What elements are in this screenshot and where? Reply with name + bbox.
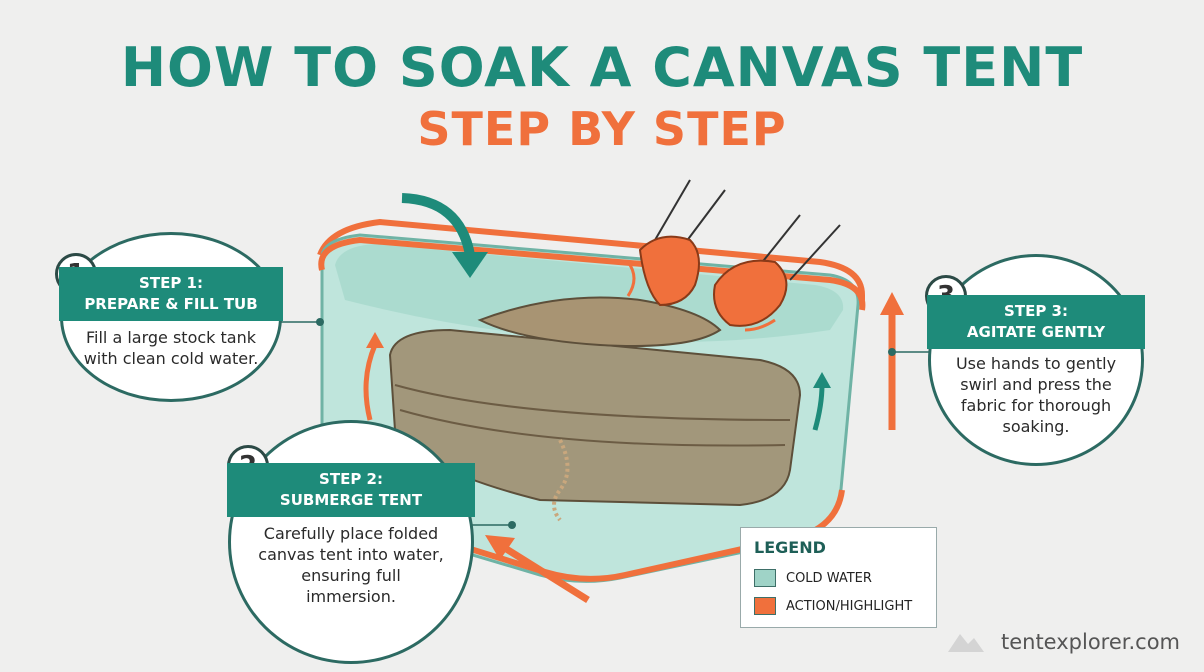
action-arrowhead-bottom [485, 535, 515, 560]
step-3-callout: 3 STEP 3: AGITATE GENTLY Use hands to ge… [925, 254, 1145, 466]
pour-arrowhead [452, 252, 488, 278]
pour-arrow [401, 193, 475, 257]
legend-title: LEGEND [754, 538, 826, 557]
legend-swatch-cold-water [754, 569, 776, 587]
legend-item-cold-water: COLD WATER [754, 568, 872, 588]
step-2-description: Carefully place folded canvas tent into … [258, 524, 444, 606]
step-2-callout: 2 STEP 2: SUBMERGE TENT Carefully place … [227, 420, 475, 664]
step-1-heading: STEP 1: PREPARE & FILL TUB [59, 267, 283, 321]
tub-front-rim [318, 236, 866, 311]
stir-arrow-side [744, 318, 776, 332]
swirl-arrow-left [363, 344, 378, 421]
legend-item-action: ACTION/HIGHLIGHT [754, 596, 912, 616]
step-2-heading: STEP 2: SUBMERGE TENT [227, 463, 475, 517]
step-1-description: Fill a large stock tank with clean cold … [83, 328, 259, 368]
water-surface [335, 244, 844, 343]
step-3-description: Use hands to gently swirl and press the … [955, 354, 1117, 436]
hands [638, 179, 841, 327]
mountain-logo-icon [948, 634, 984, 652]
step-1-callout: 1 STEP 1: PREPARE & FILL TUB Fill a larg… [55, 232, 283, 402]
page-title: HOW TO SOAK A CANVAS TENT [120, 36, 1084, 99]
page-subtitle: STEP BY STEP [417, 102, 787, 156]
legend: LEGEND COLD WATER ACTION/HIGHLIGHT [740, 527, 937, 628]
watermark: tentexplorer.com [1000, 630, 1180, 654]
step-3-heading: STEP 3: AGITATE GENTLY [927, 295, 1145, 349]
action-arrowhead-right [880, 292, 904, 315]
legend-swatch-action [754, 597, 776, 615]
action-arrow-bottom [498, 542, 590, 603]
stir-arrow-top [626, 261, 636, 297]
tub-back-rim [317, 218, 865, 300]
swirl-arrow-right [812, 384, 825, 431]
